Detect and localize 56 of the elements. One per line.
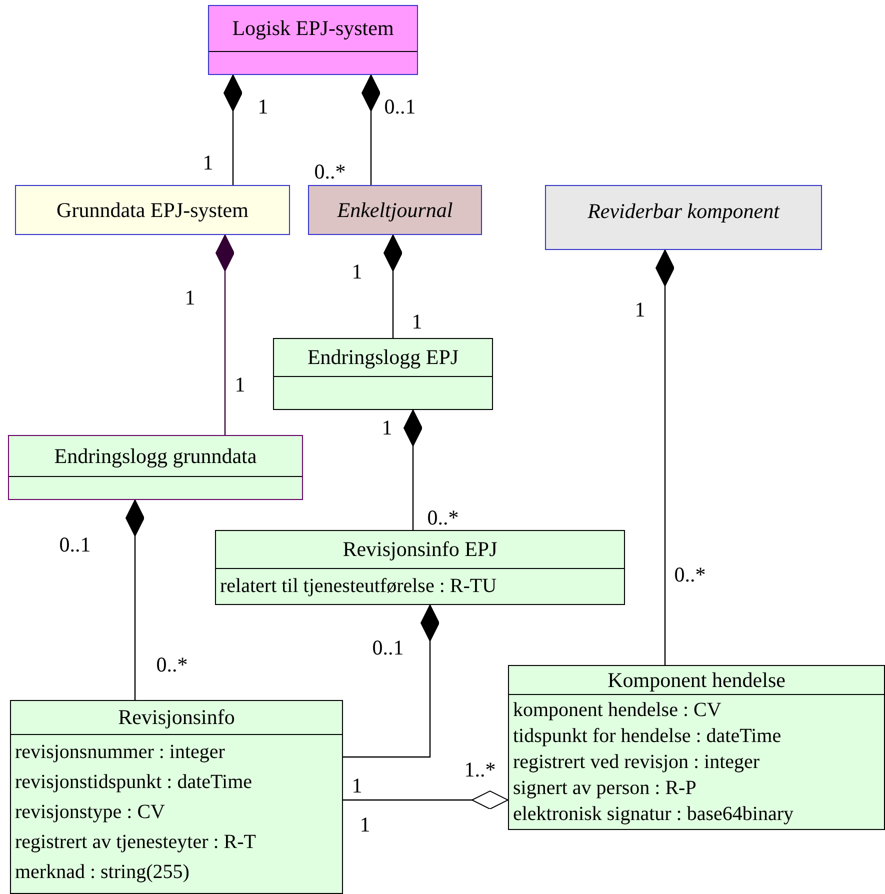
class-name: Komponent hendelse <box>608 668 786 692</box>
multiplicity-label: 1 <box>352 774 362 798</box>
composition-line <box>362 74 380 185</box>
multiplicity-label: 1 <box>258 94 268 120</box>
multiplicity-label: 0..* <box>156 652 188 678</box>
class-name: Endringslogg EPJ <box>307 345 459 370</box>
attribute-text: registrert av tjenesteyter : R-T <box>15 830 258 855</box>
class-box <box>508 665 885 830</box>
composition-line <box>224 74 242 185</box>
multiplicity-label: 0..1 <box>59 532 91 558</box>
attribute-text: signert av person : R-P <box>513 776 698 801</box>
class-name: Enkeltjournal <box>337 198 453 222</box>
class-box <box>545 185 822 250</box>
attribute-text: revisjonstidspunkt : dateTime <box>15 770 254 795</box>
multiplicity-label: 0..* <box>674 562 706 588</box>
composition-line <box>384 234 402 338</box>
multiplicity-label: 1 <box>184 286 196 310</box>
class-box <box>215 530 625 605</box>
attribute-text: registrert ved revisjon : integer <box>513 750 761 775</box>
composition-line <box>343 604 440 758</box>
multiplicity-label: 1..* <box>464 758 496 782</box>
attribute-text: revisjonsnummer : integer <box>15 740 226 765</box>
multiplicity-label: 1 <box>634 298 646 322</box>
attribute-text: revisjonstype : CV <box>15 800 166 825</box>
class-name: Endringslogg grunndata <box>54 444 257 468</box>
attribute-text: tidspunkt for hendelse : dateTime <box>513 724 782 749</box>
multiplicity-label: 1 <box>360 812 370 838</box>
multiplicity-label: 1 <box>202 150 214 176</box>
multiplicity-label: 1 <box>234 372 246 398</box>
multiplicity-label: 1 <box>412 310 422 334</box>
composition-line <box>404 410 422 530</box>
class-name: Reviderbar komponent <box>588 198 780 224</box>
composition-line <box>216 234 234 435</box>
class-box <box>308 185 482 235</box>
multiplicity-label: 0..* <box>427 506 459 530</box>
class-name: Logisk EPJ-system <box>232 16 394 41</box>
attribute-text: elektronisk signatur : base64binary <box>513 802 794 827</box>
attribute-text: komponent hendelse : CV <box>513 698 722 723</box>
class-name: Revisjonsinfo EPJ <box>342 537 498 562</box>
multiplicity-label: 1 <box>352 260 362 284</box>
class-box <box>273 338 493 410</box>
multiplicity-label: 0..* <box>314 160 346 184</box>
class-name: Revisjonsinfo <box>118 705 235 730</box>
multiplicity-label: 1 <box>382 416 392 440</box>
attribute-text: relatert til tjenesteutførelse : R-TU <box>220 574 498 599</box>
aggregation-line <box>343 790 508 810</box>
composition-line <box>126 500 144 700</box>
class-box <box>15 185 290 235</box>
class-box <box>10 700 343 894</box>
class-box <box>8 435 303 500</box>
composition-line <box>656 250 674 665</box>
multiplicity-label: 0..1 <box>372 636 404 660</box>
attribute-text: merknad : string(255) <box>15 860 190 885</box>
class-name: Grunndata EPJ-system <box>56 198 248 222</box>
class-box <box>208 5 418 75</box>
multiplicity-label: 0..1 <box>384 94 416 120</box>
